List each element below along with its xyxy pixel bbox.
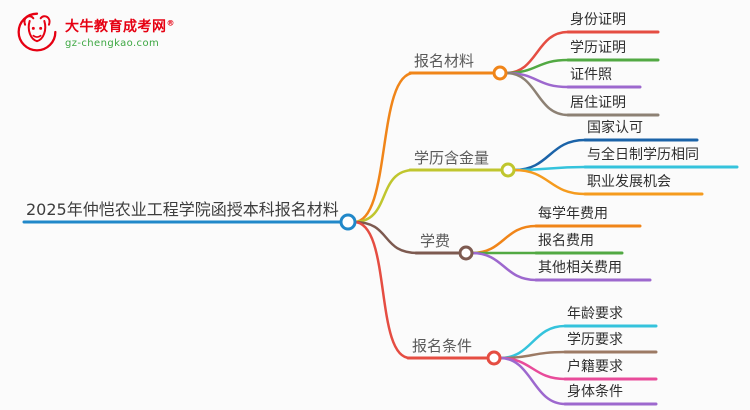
child-residence-requirement: 户籍要求 [567, 359, 623, 375]
child-education-requirement: 学历要求 [567, 332, 623, 348]
curve-to-education-requirement [499, 350, 566, 360]
logo-title: 大牛教育成考网® [65, 17, 175, 35]
child-annual-fee: 每学年费用 [538, 206, 608, 222]
branch-requirements: 报名条件 [412, 337, 473, 355]
logo-text: 大牛教育成考网® gz-chengkao.com [65, 16, 175, 49]
node-circle-tuition [458, 245, 474, 261]
curve-to-annual-fee [471, 224, 537, 255]
child-age-requirement: 年龄要求 [567, 306, 623, 322]
child-other-fees: 其他相关费用 [538, 260, 622, 276]
site-logo: 大牛教育成考网® gz-chengkao.com [15, 10, 175, 54]
curve-to-career-opportunities [513, 168, 586, 196]
child-career-opportunities: 职业发展机会 [587, 174, 671, 190]
node-circle-materials [492, 65, 508, 81]
bull-logo-icon [17, 12, 57, 52]
child-education-proof: 学历证明 [570, 40, 626, 56]
curve-root-to-tuition [353, 220, 419, 255]
registered-mark: ® [166, 17, 175, 27]
child-national-recognition: 国家认可 [587, 120, 643, 136]
child-id-proof: 身份证明 [570, 12, 626, 28]
curve-to-physical-requirement [499, 356, 566, 406]
curve-to-national-recognition [513, 138, 586, 172]
branch-application-materials: 报名材料 [414, 52, 475, 70]
curve-to-other-fees [471, 251, 537, 282]
child-same-as-fulltime: 与全日制学历相同 [587, 147, 699, 163]
logo-subtitle: gz-chengkao.com [65, 37, 160, 49]
curve-root-to-materials [353, 71, 415, 224]
curve-root-to-degree-value [353, 168, 415, 224]
branch-degree-value: 学历含金量 [414, 149, 490, 167]
child-physical-requirement: 身体条件 [567, 384, 623, 400]
root-topic: 2025年仲恺农业工程学院函授本科报名材料 [26, 200, 339, 219]
node-circle-root [339, 213, 357, 231]
child-photo: 证件照 [570, 67, 612, 83]
curve-to-residence-proof [505, 71, 569, 117]
node-circle-degree-value [500, 162, 516, 178]
child-registration-fee: 报名费用 [538, 233, 594, 249]
curve-root-to-requirements [353, 220, 411, 360]
node-circle-requirements [486, 350, 502, 366]
child-residence-proof: 居住证明 [570, 95, 626, 111]
curve-to-residence-requirement [499, 356, 566, 381]
branch-tuition: 学费 [420, 232, 451, 250]
